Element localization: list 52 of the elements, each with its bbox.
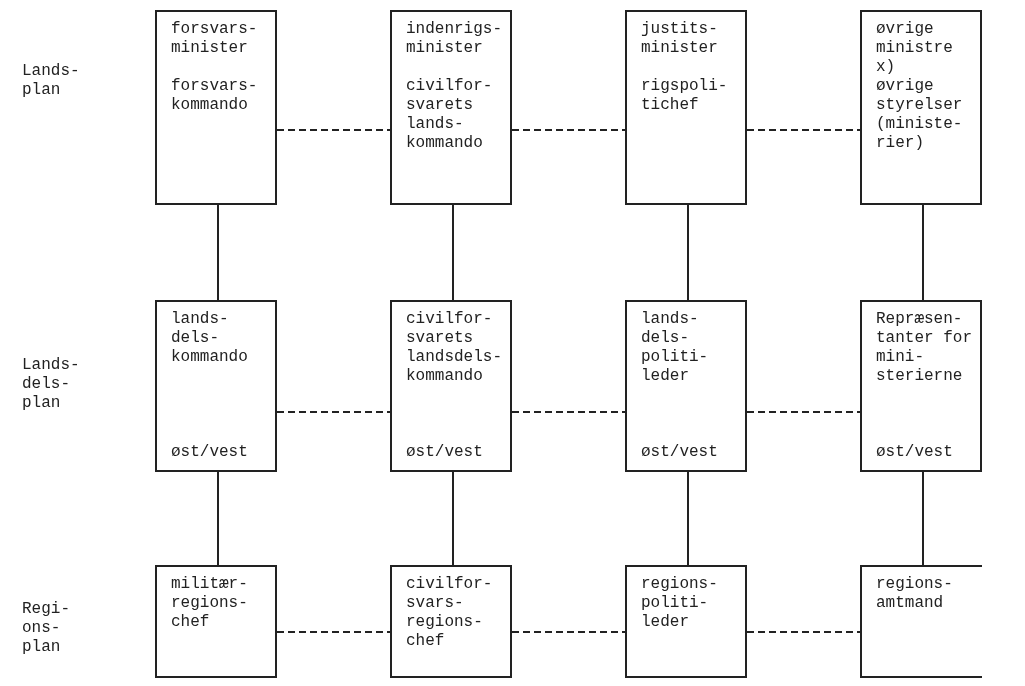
connector-line (452, 471, 454, 566)
role-text: øst/vest (171, 443, 249, 462)
role-text: øvrige styrelser (ministe- rier) (876, 77, 964, 153)
org-box (390, 300, 512, 472)
org-box (155, 10, 277, 205)
role-text: øst/vest (406, 443, 484, 462)
dashed-connector (746, 411, 861, 413)
connector-line (922, 204, 924, 301)
role-text: øst/vest (641, 443, 719, 462)
org-box (390, 565, 512, 678)
connector-line (687, 204, 689, 301)
row-label: Lands- plan (22, 62, 80, 100)
connector-line (922, 471, 924, 566)
org-box (625, 300, 747, 472)
role-text: rigspoli- tichef (641, 77, 729, 115)
role-text: justits- minister (641, 20, 719, 58)
connector-line (452, 204, 454, 301)
dashed-connector (511, 411, 626, 413)
dashed-connector (511, 631, 626, 633)
org-box (625, 565, 747, 678)
dashed-connector (276, 631, 391, 633)
dashed-connector (746, 129, 861, 131)
org-box (860, 300, 982, 472)
role-text: regions- amtmand (876, 575, 954, 613)
org-box (625, 10, 747, 205)
org-box (860, 565, 982, 678)
row-label: Lands- dels- plan (22, 356, 80, 413)
connector-line (217, 204, 219, 301)
role-text: øst/vest (876, 443, 954, 462)
org-box (155, 300, 277, 472)
role-text: forsvars- kommando (171, 77, 259, 115)
org-box (155, 565, 277, 678)
row-label: Regi- ons- plan (22, 600, 71, 657)
role-text: lands- dels- kommando (171, 310, 249, 367)
org-box (390, 10, 512, 205)
role-text: militær- regions- chef (171, 575, 249, 632)
role-text: civilfor- svarets landsdels- kommando (406, 310, 502, 386)
role-text: forsvars- minister (171, 20, 259, 58)
dashed-connector (276, 411, 391, 413)
role-text: Repræsen- tanter for mini- sterierne (876, 310, 972, 386)
connector-line (217, 471, 219, 566)
dashed-connector (746, 631, 861, 633)
role-text: civilfor- svars- regions- chef (406, 575, 494, 651)
org-box (860, 10, 982, 205)
role-text: øvrige ministre x) (876, 20, 954, 77)
role-text: indenrigs- minister (406, 20, 502, 58)
connector-line (687, 471, 689, 566)
role-text: civilfor- svarets lands- kommando (406, 77, 494, 153)
dashed-connector (511, 129, 626, 131)
role-text: regions- politi- leder (641, 575, 719, 632)
role-text: lands- dels- politi- leder (641, 310, 710, 386)
dashed-connector (276, 129, 391, 131)
